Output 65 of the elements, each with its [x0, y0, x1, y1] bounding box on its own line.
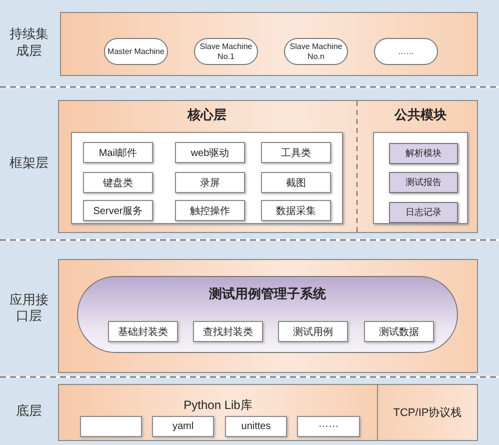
module-item [261, 200, 331, 221]
item-label: Master Machine [108, 46, 164, 56]
panel-heading: Python Lib库 [182, 397, 254, 414]
module-item [389, 202, 458, 223]
machine-pill [194, 38, 258, 65]
item-label: 数据采集 [276, 204, 316, 218]
layer-band [0, 378, 499, 445]
item-label: ······ [318, 421, 338, 432]
item-label: 触控操作 [190, 204, 230, 218]
protocol-box [377, 384, 478, 441]
module-item [175, 200, 245, 221]
item-label: …… [398, 46, 414, 56]
item-label: Mail邮件 [98, 146, 138, 160]
layer-band [0, 0, 499, 86]
item-label: 解析模块 [406, 147, 442, 160]
item-label: 截图 [286, 176, 306, 190]
panel [58, 259, 478, 373]
layer-label: 底层 [15, 403, 43, 420]
panel-heading: 公共模块 [393, 106, 448, 124]
item-label: yaml [172, 421, 194, 432]
module-item [364, 321, 434, 342]
module-item [83, 142, 153, 163]
item-label: Server服务 [93, 204, 143, 218]
item-label: 查找封装类 [203, 326, 253, 338]
item-label: web驱动 [190, 146, 230, 160]
library-item [80, 416, 142, 437]
library-item [225, 416, 287, 437]
item-label: Slave Machine No.1 [198, 42, 254, 61]
layer-band [0, 88, 499, 239]
layer-label: 框架层 [8, 155, 50, 172]
item-label: 测试用例 [293, 326, 333, 338]
module-item [261, 142, 331, 163]
item-label: Slave Machine No.n [288, 42, 344, 61]
panel-heading: 测试用例管理子系统 [208, 285, 327, 303]
item-label: 基础封装类 [118, 326, 168, 338]
machine-pill [104, 38, 168, 65]
item-label: 测试报告 [406, 176, 442, 189]
library-panel [58, 384, 378, 441]
panel-heading: 核心层 [186, 106, 228, 124]
module-item [175, 142, 245, 163]
layer-label: 持续集成层 [8, 26, 50, 60]
library-item [297, 416, 360, 437]
module-item [261, 172, 331, 193]
item-label: 测试数据 [379, 326, 419, 338]
item-label: 键盘类 [103, 176, 133, 190]
module-item [389, 172, 458, 193]
panel [60, 12, 478, 76]
item-label: 日志记录 [406, 206, 442, 219]
panel [58, 100, 478, 233]
module-item [193, 321, 263, 342]
item-label: 录屏 [200, 176, 220, 190]
layer-band [0, 241, 499, 376]
library-item [152, 416, 214, 437]
machine-pill [284, 38, 348, 65]
module-item [278, 321, 348, 342]
machine-pill [374, 38, 438, 65]
item-label: TCP/IP协议栈 [393, 406, 462, 420]
layer-label: 应用接口层 [8, 292, 50, 326]
item-label: 工具类 [281, 146, 311, 160]
item-label: unittes [241, 421, 271, 432]
module-item [108, 321, 178, 342]
module-item [83, 200, 153, 221]
module-item [389, 143, 458, 164]
module-item [83, 172, 153, 193]
module-item [175, 172, 245, 193]
